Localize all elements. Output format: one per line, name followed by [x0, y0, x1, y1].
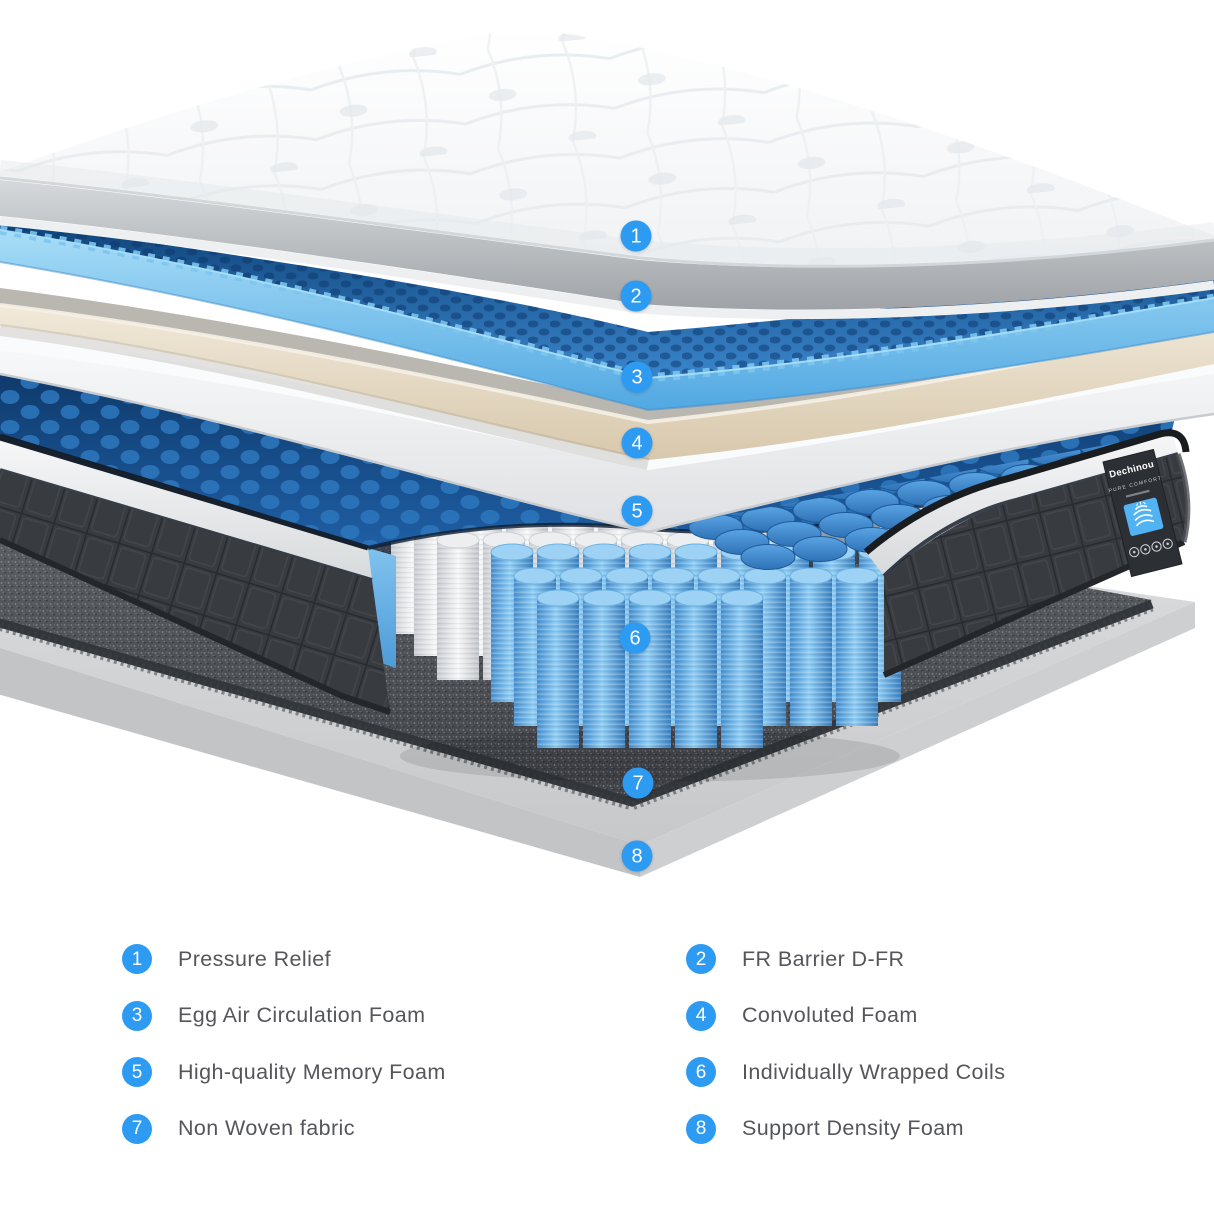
layer-memory-foam [0, 336, 1214, 534]
callout-badge-7: 7 [622, 767, 654, 799]
legend-badge-6: 6 [686, 1057, 716, 1087]
legend-label-individually-wrapped-coils: Individually Wrapped Coils [742, 1059, 1006, 1084]
legend-item: 2 FR Barrier D-FR [686, 944, 1005, 974]
legend-badge-5: 5 [122, 1057, 152, 1087]
legend-label-pressure-relief: Pressure Relief [178, 946, 331, 971]
blue-coils [490, 543, 902, 749]
legend-badge-8: 8 [686, 1113, 716, 1144]
legend-column-left: 1 Pressure Relief 3 Egg Air Circulation … [122, 944, 446, 1144]
callout-number: 1 [630, 225, 642, 247]
callout-number: 8 [631, 845, 643, 867]
legend-label-fr-barrier: FR Barrier D-FR [742, 946, 905, 971]
coil-ground-shadow [400, 730, 900, 782]
legend-item: 5 High-quality Memory Foam [122, 1057, 446, 1087]
legend-label-convoluted-foam: Convoluted Foam [742, 1003, 918, 1027]
legend-badge-3: 3 [122, 1000, 152, 1031]
callout-number: 5 [631, 500, 643, 522]
legend-badge-1: 1 [122, 944, 152, 974]
legend-item: 8 Support Density Foam [686, 1113, 1005, 1144]
left-quilted-panel [0, 470, 391, 715]
legend-label-non-woven-fabric: Non Woven fabric [178, 1116, 355, 1140]
legend-badge-2: 2 [686, 944, 716, 974]
callout-badge-1: 1 [620, 220, 652, 252]
legend-badge-7: 7 [122, 1113, 152, 1144]
certification-icon-dots [1132, 542, 1170, 554]
callout-badge-6: 6 [619, 622, 651, 654]
legend-badge-4: 4 [686, 1000, 716, 1031]
callout-badge-3: 3 [621, 361, 653, 393]
label-small-text-bar [1125, 489, 1150, 498]
layered-mattress-icon [1133, 501, 1155, 527]
legend-label-egg-air-circulation-foam: Egg Air Circulation Foam [178, 1003, 426, 1027]
legend-item: 1 Pressure Relief [122, 944, 446, 974]
legend-item: 7 Non Woven fabric [122, 1113, 446, 1144]
callout-number: 4 [631, 432, 643, 454]
callout-badge-8: 8 [621, 840, 653, 872]
certification-icons [1129, 538, 1173, 558]
callout-badge-2: 2 [620, 280, 652, 312]
callout-badge-5: 5 [621, 495, 653, 527]
legend-item: 4 Convoluted Foam [686, 1000, 1005, 1031]
callout-number: 7 [632, 772, 644, 794]
right-tape-band [863, 429, 1190, 578]
brand-label: Dechinou PURE COMFORT [1102, 448, 1183, 578]
legend-item: 3 Egg Air Circulation Foam [122, 1000, 446, 1031]
callout-number: 2 [630, 285, 642, 307]
layer-coil-unit: Dechinou PURE COMFORT [0, 360, 1191, 782]
legend-item: 6 Individually Wrapped Coils [686, 1057, 1005, 1087]
callout-number: 6 [629, 627, 641, 649]
legend-label-support-density-foam: Support Density Foam [742, 1116, 964, 1140]
label-mattress-icon [1123, 497, 1164, 536]
legend-column-right: 2 FR Barrier D-FR 4 Convoluted Foam 6 In… [686, 944, 1005, 1144]
callout-badge-4: 4 [621, 427, 653, 459]
legend-label-high-quality-memory-foam: High-quality Memory Foam [178, 1059, 446, 1084]
callout-number: 3 [631, 366, 643, 388]
